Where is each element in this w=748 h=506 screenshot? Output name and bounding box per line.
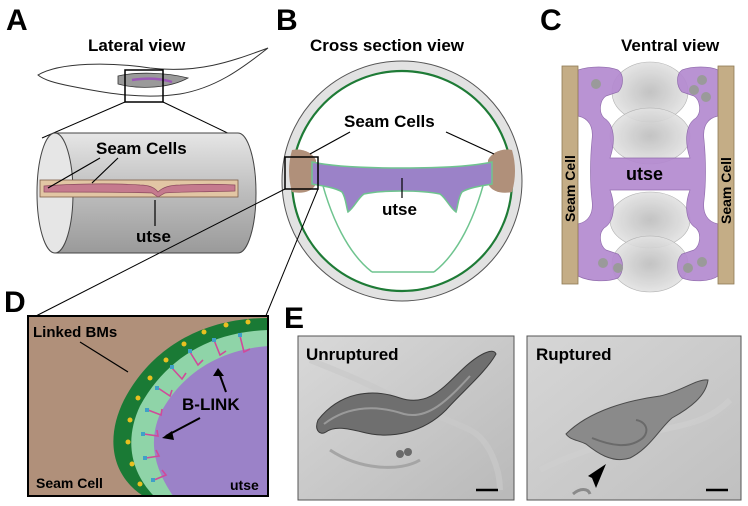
seam-cell-c-right: [717, 65, 735, 285]
zoom-box-b: [284, 156, 319, 190]
seam-cell-b-left: [289, 149, 316, 193]
seam-cell-c-left: [561, 65, 579, 285]
panel-b-title: Cross section view: [310, 36, 465, 55]
panel-d-letter: D: [4, 286, 26, 319]
utse-label-d: utse: [230, 477, 259, 493]
utse-label-c: utse: [626, 164, 663, 184]
panel-b-letter: B: [276, 4, 298, 37]
seam-right-label-c: Seam Cell: [718, 157, 734, 224]
seam-label-a: Seam Cells: [96, 139, 187, 158]
utse-d: [154, 346, 268, 496]
bm-label-d: Linked BMs: [33, 324, 117, 341]
seam-left-label-c: Seam Cell: [562, 155, 578, 222]
panel-a-title: Lateral view: [88, 36, 186, 55]
worm-outline: [37, 47, 269, 97]
seam-label-b: Seam Cells: [344, 112, 435, 131]
panel-c: C Ventral view Seam Cell Seam Cell utse: [540, 4, 735, 293]
label-unruptured: Unruptured: [306, 345, 399, 364]
label-ruptured: Ruptured: [536, 345, 612, 364]
seam-label-d: Seam Cell: [36, 475, 103, 491]
utse-a: [43, 183, 236, 198]
arrowhead-ruptured: [588, 464, 606, 488]
zoom-box-a: [124, 69, 164, 103]
panel-e: E Unruptured Ruptured: [284, 302, 742, 501]
panel-c-letter: C: [540, 4, 562, 37]
worm-unruptured: [316, 350, 497, 436]
blink-label-d: B-LINK: [182, 395, 240, 414]
panel-e-letter: E: [284, 302, 304, 335]
panel-b: B Cross section view Seam Cells utse: [276, 4, 523, 302]
utse-label-a: utse: [136, 227, 171, 246]
panel-a-letter: A: [6, 4, 28, 37]
panel-c-title: Ventral view: [621, 36, 720, 55]
panel-d: D: [4, 286, 269, 497]
panel-d-frame: [27, 315, 269, 497]
panel-a: A Lateral view Seam Cells utse: [6, 4, 269, 254]
seam-cell-b-right: [488, 149, 515, 193]
utse-label-b: utse: [382, 200, 417, 219]
